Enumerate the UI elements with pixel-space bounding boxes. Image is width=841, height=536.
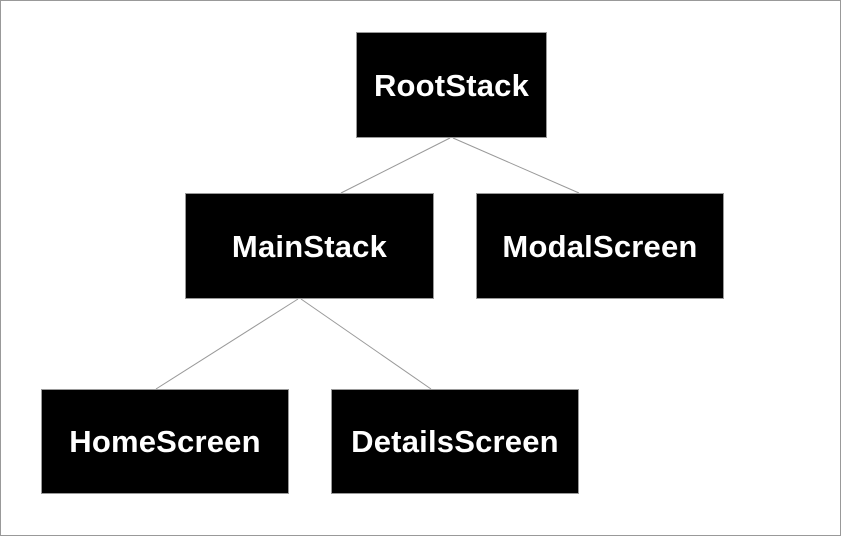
node-detailsscreen: DetailsScreen bbox=[331, 389, 579, 494]
node-modalscreen-label: ModalScreen bbox=[502, 228, 698, 264]
node-detailsscreen-label: DetailsScreen bbox=[351, 424, 559, 459]
node-rootstack: RootStack bbox=[356, 32, 547, 138]
node-rootstack-label: RootStack bbox=[373, 67, 530, 103]
node-modalscreen: ModalScreen bbox=[476, 193, 724, 299]
node-homescreen: HomeScreen bbox=[41, 389, 289, 494]
edge-rootstack-modalscreen bbox=[452, 137, 580, 194]
edge-mainstack-homescreen bbox=[155, 298, 299, 390]
node-mainstack: MainStack bbox=[185, 193, 434, 299]
edge-rootstack-mainstack bbox=[340, 137, 451, 194]
node-homescreen-label: HomeScreen bbox=[69, 424, 261, 459]
edge-mainstack-detailsscreen bbox=[300, 298, 432, 390]
node-mainstack-label: MainStack bbox=[231, 228, 388, 264]
